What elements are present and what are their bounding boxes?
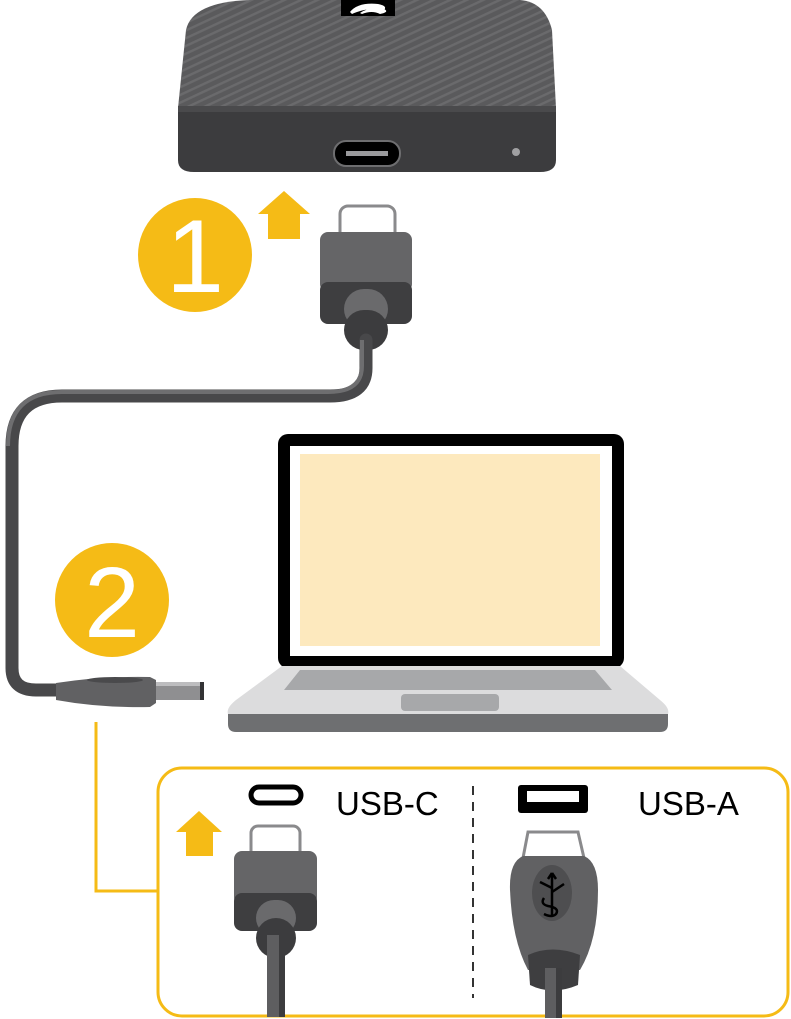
usb-c-port-icon bbox=[248, 784, 304, 806]
step-1: 1 bbox=[138, 191, 310, 315]
usb-a-port-opening bbox=[527, 791, 579, 802]
laptop-trackpad bbox=[401, 694, 499, 711]
step-2-badge bbox=[55, 543, 169, 657]
usb-a-plug-metal bbox=[156, 682, 202, 700]
usb-a-plug-side bbox=[56, 676, 204, 708]
usb-c-legend-plug-upper bbox=[234, 851, 317, 905]
usb-a-label: USB-A bbox=[638, 785, 739, 822]
usb-a-plug-body-shade bbox=[87, 677, 143, 683]
legend-frame bbox=[156, 766, 790, 1018]
usb-c-plug-top bbox=[320, 204, 412, 350]
port-type-legend: USB-C USB-A bbox=[156, 766, 790, 1018]
drive-top-edge bbox=[178, 106, 556, 112]
usb-c-legend-cable-shade bbox=[279, 935, 285, 1017]
usb-a-legend-plug-metal bbox=[521, 830, 586, 860]
callout-connector-line bbox=[94, 722, 158, 893]
usb-a-plug-body bbox=[56, 676, 156, 708]
usb-c-up-arrow-icon bbox=[176, 811, 222, 856]
usb-cable bbox=[5, 333, 373, 697]
usb-c-label: USB-C bbox=[336, 785, 439, 822]
drive-top-surface bbox=[178, 0, 556, 114]
step-2: 2 bbox=[55, 543, 169, 659]
seagate-logo-icon bbox=[350, 3, 387, 14]
cable-path bbox=[5, 333, 373, 697]
usb-a-plug-tip bbox=[200, 682, 204, 700]
laptop bbox=[227, 434, 669, 732]
usb-a-legend-cable-shade bbox=[556, 968, 562, 1018]
step-1-badge bbox=[138, 198, 252, 312]
step-2-number: 2 bbox=[84, 547, 140, 659]
usb-a-plug-metal-top bbox=[156, 682, 202, 686]
usb-c-plug-housing-upper bbox=[320, 232, 412, 292]
drive-status-led bbox=[512, 148, 520, 156]
cable-highlight bbox=[6, 340, 364, 447]
legend-usb-a: USB-A bbox=[509, 785, 739, 1018]
step-1-up-arrow-icon bbox=[258, 191, 310, 239]
usb-trident-icon bbox=[539, 872, 565, 918]
legend-usb-c: USB-C bbox=[176, 784, 439, 1017]
laptop-base-edge bbox=[228, 712, 668, 732]
drive-port-contacts bbox=[346, 151, 388, 156]
laptop-screen bbox=[300, 454, 600, 646]
laptop-keyboard bbox=[284, 670, 612, 690]
external-drive bbox=[178, 0, 556, 172]
step-1-number: 1 bbox=[166, 199, 224, 315]
usb-c-plug-boot bbox=[344, 310, 388, 350]
